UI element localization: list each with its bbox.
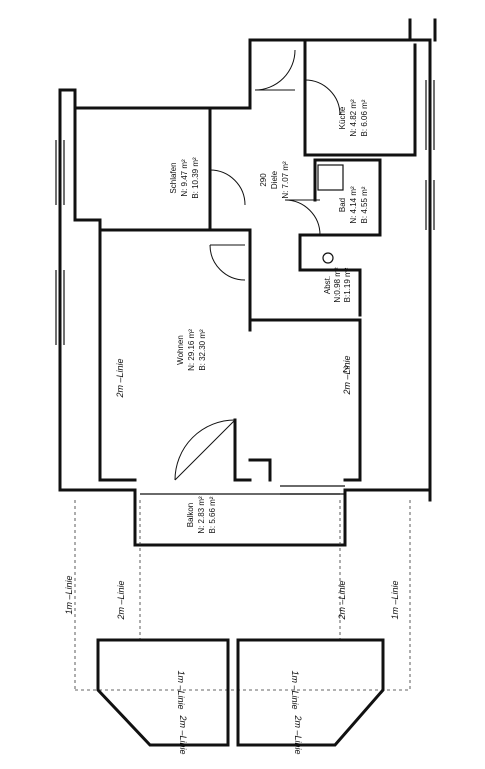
- window-left-schlafen: [55, 140, 65, 205]
- bad-gross-area: B: 4.55 m²: [360, 186, 369, 223]
- lower-section-left: [96, 638, 230, 747]
- label-2m-line-lower-left: 2m –Linie: [116, 580, 126, 620]
- abst-name: Abst.: [323, 276, 332, 294]
- label-1m-line-lower-left: 1m –Linie: [64, 575, 74, 614]
- door-diele-entry: [254, 49, 296, 91]
- label-1m-line-lower-right: 1m –Linie: [390, 580, 400, 619]
- door-kueche: [304, 79, 341, 116]
- balkon-net-area: N: 2.83 m²: [197, 496, 206, 534]
- window-left-wohnen: [55, 270, 65, 345]
- door-schlafen: [209, 169, 246, 206]
- balkon-name: Balkon: [186, 503, 195, 527]
- label-2m-line-lower-right: 2m –Linie: [337, 580, 347, 620]
- bad-name: Bad: [338, 198, 347, 212]
- label-2m-line-bottom-right: 2m –Linie: [293, 714, 303, 754]
- window-right-kueche: [425, 80, 435, 150]
- interior-walls: [73, 38, 417, 482]
- abst-gross-area: B:1.19 m²: [343, 267, 352, 302]
- abst-net-area: N:0.98 m²: [333, 267, 342, 302]
- schlafen-net-area: N: 9.47 m²: [180, 159, 189, 197]
- kueche-gross-area: B: 6.06 m²: [360, 99, 369, 136]
- bad-net-area: N: 4.14 m²: [349, 186, 358, 224]
- balkon-outline: [133, 488, 347, 547]
- door-bad: [284, 199, 321, 236]
- label-1m-line-bottom-right: 1m –Linie: [290, 670, 300, 709]
- door-balkon: [174, 419, 236, 481]
- kueche-name: Küche: [338, 106, 347, 129]
- label-2m-line-bottom-left: 2m –Linie: [178, 714, 188, 754]
- diele-name: Diele: [270, 170, 279, 189]
- wohnen-net-area: N: 29.16 m²: [187, 329, 196, 371]
- kueche-net-area: N: 4.82 m²: [349, 99, 358, 137]
- wohnen-gross-area: B: 32.30 m²: [198, 329, 207, 371]
- outer-walls: [58, 18, 437, 502]
- label-2m-line-wohnen-right: 2m –Linie: [342, 355, 352, 395]
- slope-lines: [74, 500, 411, 691]
- toilet-bowl: [322, 252, 334, 264]
- schlafen-name: Schlafen: [169, 162, 178, 193]
- shower-tray: [317, 164, 344, 191]
- label-1m-line-bottom-left: 1m –Linie: [176, 670, 186, 709]
- window-balkon-right: [280, 485, 345, 495]
- wohnen-name: Wohnen: [176, 335, 185, 365]
- diele-number: 290: [259, 173, 268, 187]
- label-2m-line-wohnen-left: 2m –Linie: [115, 358, 125, 398]
- balkon-gross-area: B: 5.66 m²: [208, 496, 217, 533]
- schlafen-gross-area: B: 10.39 m²: [191, 157, 200, 199]
- label-small-2: 2: [342, 364, 348, 374]
- lower-section-right: [236, 638, 385, 747]
- window-right-bad: [425, 180, 435, 230]
- door-wohnen: [209, 244, 246, 281]
- diele-net-area: N: 7.07 m²: [281, 161, 290, 199]
